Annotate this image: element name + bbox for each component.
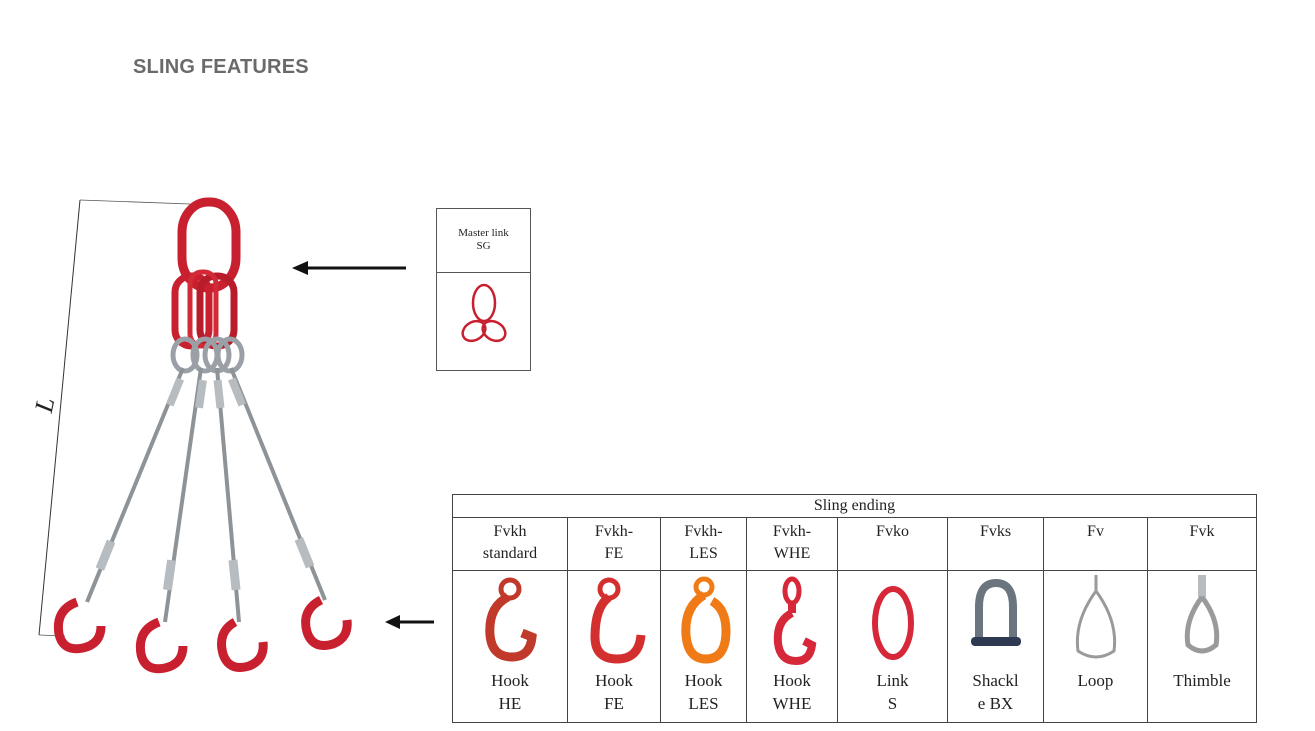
- four-leg-sling-illustration: [38, 197, 352, 674]
- ending-name-line: LES: [688, 694, 719, 713]
- ending-code: Fvkh- WHE: [747, 518, 837, 571]
- arrow-left-icon: [292, 261, 406, 275]
- ending-name-line: S: [887, 694, 898, 713]
- hook-he-icon: [485, 577, 537, 662]
- ending-code-line: Fvkh-: [772, 523, 812, 540]
- ending-code-line: Fvko: [876, 523, 909, 540]
- ending-name: Shackl e BX: [972, 669, 1018, 715]
- hook-whe-icon: [773, 576, 817, 665]
- ending-code-line: Fvkh: [493, 523, 527, 540]
- ending-code-line: Fvks: [979, 523, 1012, 540]
- ending-cell: Thimble: [1148, 571, 1256, 723]
- ending-name-line: e BX: [977, 694, 1014, 713]
- ending-name-line: Shackl: [972, 671, 1019, 690]
- ending-name-line: Hook: [491, 671, 529, 690]
- table-header: Sling ending: [453, 495, 1256, 518]
- ending-name-line: Loop: [1077, 671, 1114, 690]
- ending-code: Fvko: [838, 518, 947, 571]
- hook-fe-icon: [590, 577, 646, 664]
- loop-icon: [1075, 575, 1116, 659]
- ending-code-line: WHE: [773, 545, 811, 562]
- ending-name: Loop: [1078, 669, 1114, 692]
- ending-code: Fvkh- LES: [661, 518, 746, 571]
- ending-code-line: Fvkh-: [594, 523, 634, 540]
- ending-code-line: LES: [689, 545, 718, 562]
- ending-name-line: Hook: [773, 671, 811, 690]
- ending-name-line: Thimble: [1173, 671, 1231, 690]
- arrow-left-icon: [385, 615, 434, 629]
- master-link-code: SG: [476, 240, 491, 252]
- ending-name: Thimble: [1173, 669, 1231, 692]
- ending-name-line: Hook: [684, 671, 723, 690]
- shackle-icon: [970, 578, 1021, 646]
- ending-name-line: HE: [498, 694, 522, 713]
- ending-code-line: Fv: [1087, 523, 1104, 540]
- ending-code-line: Fvk: [1189, 523, 1215, 540]
- ending-code-line: FE: [604, 545, 624, 562]
- hook-les-icon: [680, 576, 731, 664]
- thimble-icon: [1184, 575, 1220, 654]
- ending-code-line: Fvkh-: [684, 523, 723, 540]
- link-icon: [871, 586, 914, 660]
- master-link-title: Master link: [458, 227, 509, 239]
- ending-code-line: standard: [482, 545, 538, 562]
- ending-name-line: FE: [604, 694, 624, 713]
- ending-name-line: WHE: [772, 694, 812, 713]
- master-link-label: Master link SG: [437, 209, 530, 273]
- ending-name-line: Link: [876, 671, 909, 690]
- ending-name-line: Hook: [595, 671, 633, 690]
- ending-cell: Shackl e BX: [948, 571, 1043, 723]
- ending-cell: Loop: [1044, 571, 1147, 723]
- master-link-card: Master link SG: [436, 208, 531, 371]
- ending-code: Fvk: [1148, 518, 1256, 571]
- ending-code: Fv: [1044, 518, 1147, 571]
- ending-code: Fvks: [948, 518, 1043, 571]
- page-title: SLING FEATURES: [133, 56, 309, 78]
- ending-code: Fvkh standard: [453, 518, 567, 571]
- ending-code: Fvkh- FE: [568, 518, 660, 571]
- master-link-icon: [460, 283, 507, 343]
